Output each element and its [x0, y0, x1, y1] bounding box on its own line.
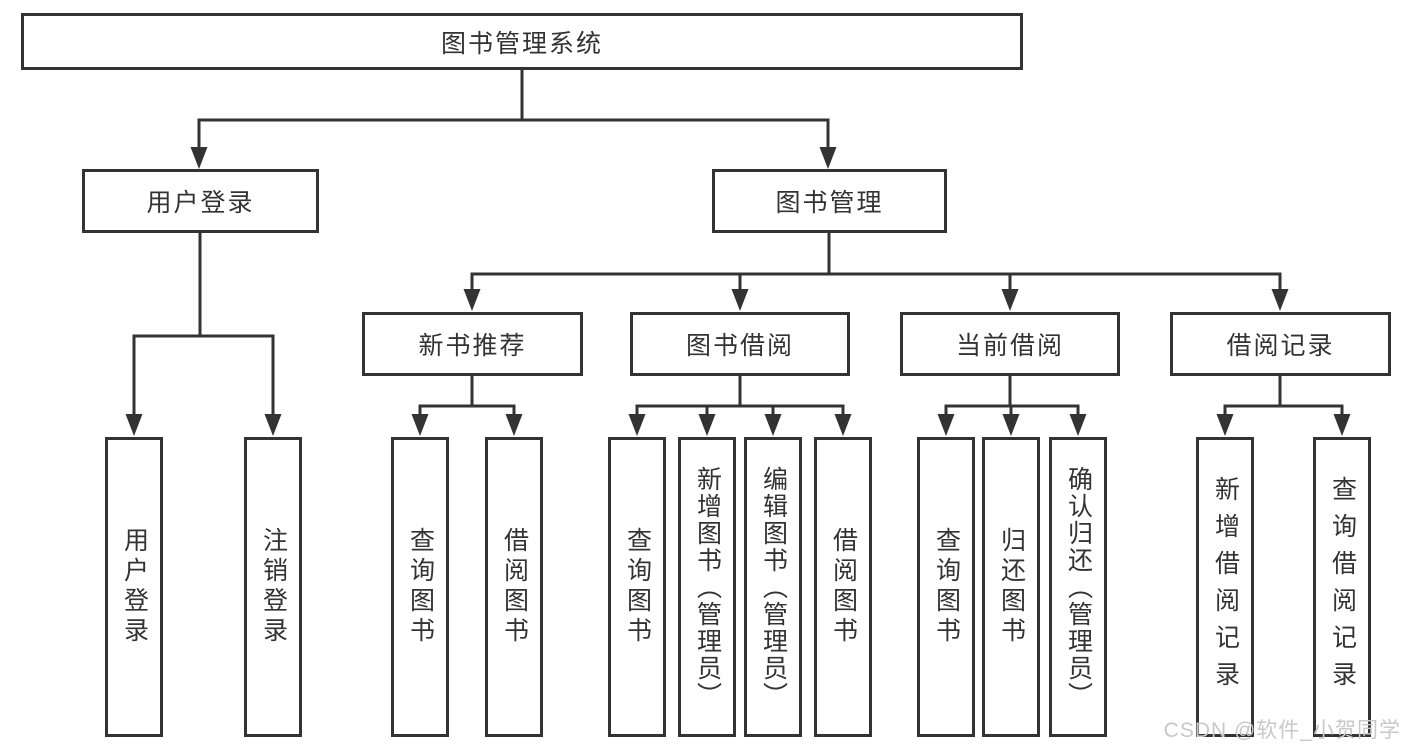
leaf-edit-books-admin: 编辑图书（管理员）	[744, 437, 802, 737]
leaf-query-books-recommend: 查询图书	[391, 437, 449, 737]
arrowhead-icon	[463, 289, 481, 311]
connector-path	[132, 68, 1344, 420]
arrowhead-icon	[937, 414, 955, 436]
leaf-return-books: 归还图书	[982, 437, 1040, 737]
arrowhead-icon	[731, 289, 749, 311]
arrowhead-icon	[505, 414, 523, 436]
arrowhead-icon	[764, 414, 782, 436]
arrowhead-icon	[1333, 414, 1351, 436]
arrowhead-icon	[190, 147, 208, 169]
leaf-query-borrow-record: 查询借阅记录	[1313, 437, 1371, 737]
leaf-add-borrow-record: 新增借阅记录	[1196, 437, 1254, 737]
node-new-book-recommendation: 新书推荐	[362, 312, 583, 376]
node-book-management: 图书管理	[712, 169, 947, 233]
node-current-borrowing: 当前借阅	[900, 312, 1120, 376]
arrowhead-icon	[819, 147, 837, 169]
arrowhead-icon	[698, 414, 716, 436]
leaf-confirm-return-admin: 确认归还（管理员）	[1049, 437, 1107, 737]
leaf-query-books-current: 查询图书	[917, 437, 975, 737]
node-library-system: 图书管理系统	[21, 13, 1023, 70]
leaf-borrow-books-borrowing: 借阅图书	[814, 437, 872, 737]
arrowhead-icon	[1001, 289, 1019, 311]
arrowhead-icon	[834, 414, 852, 436]
arrowhead-icon	[1069, 414, 1087, 436]
csdn-watermark: CSDN @软件_小贺同学	[1163, 719, 1401, 742]
leaf-user-login: 用户登录	[105, 437, 163, 737]
arrowhead-icon	[411, 414, 429, 436]
arrowhead-icon	[264, 414, 282, 436]
node-user-login: 用户登录	[82, 169, 319, 233]
arrowhead-icon	[125, 414, 143, 436]
arrowhead-icon	[1271, 289, 1289, 311]
arrowhead-icon	[1002, 414, 1020, 436]
leaf-add-books-admin: 新增图书（管理员）	[678, 437, 736, 737]
arrowhead-icon	[628, 414, 646, 436]
leaf-borrow-books-recommend: 借阅图书	[485, 437, 543, 737]
arrowhead-icon	[1216, 414, 1234, 436]
node-book-borrowing: 图书借阅	[630, 312, 850, 376]
leaf-logout: 注销登录	[244, 437, 302, 737]
node-borrowing-records: 借阅记录	[1170, 312, 1391, 376]
leaf-query-books-borrowing: 查询图书	[608, 437, 666, 737]
